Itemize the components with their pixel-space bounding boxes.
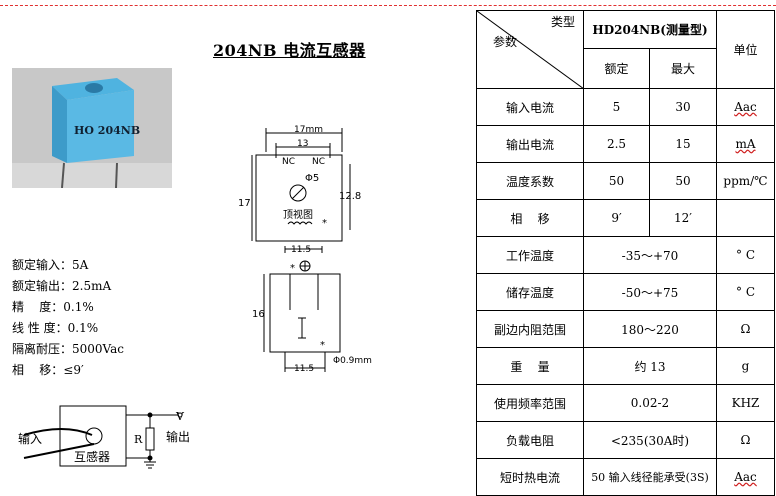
dim-height-17: 17: [238, 198, 251, 209]
top-view-label: 顶视图: [283, 208, 313, 221]
row-unit: Aac: [716, 458, 775, 496]
row-rated: 50: [583, 162, 650, 200]
row-param: 副边内阻范围: [476, 310, 584, 348]
nc-right-label: NC: [312, 157, 325, 167]
application-circuit: [23, 405, 183, 469]
circuit-output-label: 输出: [166, 429, 190, 444]
corner-param-label: 参数: [493, 35, 518, 49]
circuit-transformer-label: 互感器: [74, 449, 110, 464]
row-param: 工作温度: [476, 236, 584, 274]
unit-header: 单位: [716, 10, 775, 89]
dim-pin-spacing-top: 11.5: [291, 245, 311, 255]
row-unit: ppm/℃: [716, 162, 775, 200]
corner-type-label: 类型: [550, 15, 575, 29]
row-unit: Ω: [716, 421, 775, 459]
spec-list: 额定输入：5A 额定输出：2.5mA 精 度：0.1% 线 性 度：0.1% 隔…: [12, 255, 124, 381]
row-value: 180～220: [583, 310, 717, 348]
circuit-v-label: V: [175, 410, 185, 423]
top-view-drawing: [251, 128, 351, 253]
page-top-dashed-line: [0, 5, 776, 6]
dim-height-12-8: 12.8: [339, 191, 361, 202]
rated-header: 额定: [583, 48, 650, 89]
row-rated: 5: [583, 88, 650, 126]
dim-height-16: 16: [252, 309, 265, 320]
circuit-input-label: 输入: [18, 431, 42, 446]
row-value: <235(30A时): [583, 421, 717, 459]
row-param: 输出电流: [476, 125, 584, 163]
row-unit: ° C: [716, 273, 775, 311]
row-unit: [716, 199, 775, 237]
model-header: HD204NB(测量型): [583, 10, 717, 49]
row-value: -50～+75: [583, 273, 717, 311]
photo-model-label: HO 204NB: [74, 124, 140, 137]
row-rated: 2.5: [583, 125, 650, 163]
row-value: 0.02-2: [583, 384, 717, 422]
row-param: 相 移: [476, 199, 584, 237]
spec-rated-output: 额定输出：2.5mA: [12, 279, 112, 293]
row-param: 重 量: [476, 347, 584, 385]
row-param: 负载电阻: [476, 421, 584, 459]
circuit-resistor-label: R: [134, 433, 143, 446]
corner-header-cell: 类型 参数: [476, 10, 584, 89]
parameter-table: 类型 参数 HD204NB(测量型) 单位 额定 最大 输入电流 5 30 Aa…: [476, 10, 775, 496]
transformer-photo-image: HO 204NB: [12, 68, 172, 189]
row-rated: 9′: [583, 199, 650, 237]
row-value: -35～+70: [583, 236, 717, 274]
dim-pin-spacing-side: 11.5: [294, 364, 314, 374]
row-max: 50: [649, 162, 717, 200]
corner-diagonal: [477, 11, 584, 89]
row-unit: g: [716, 347, 775, 385]
drawings: 17mm 13 NC NC 17 12.8 Φ5 顶视图 * 11.5 * 16…: [18, 125, 372, 469]
row-unit: ° C: [716, 236, 775, 274]
spec-rated-input: 额定输入：5A: [12, 258, 89, 272]
page-title: 204NB 电流互感器: [213, 41, 366, 60]
nc-left-label: NC: [282, 157, 295, 167]
spec-accuracy: 精 度：0.1%: [12, 300, 94, 314]
row-value: 约 13: [583, 347, 717, 385]
row-param: 储存温度: [476, 273, 584, 311]
max-header: 最大: [649, 48, 717, 89]
row-max: 30: [649, 88, 717, 126]
polarity-star-bottom: *: [320, 340, 325, 351]
spec-isolation: 隔离耐压：5000Vac: [12, 342, 124, 356]
row-param: 使用频率范围: [476, 384, 584, 422]
side-view-drawing: [263, 260, 341, 372]
row-param: 温度系数: [476, 162, 584, 200]
row-unit: KHZ: [716, 384, 775, 422]
row-unit: Ω: [716, 310, 775, 348]
row-value: 50 输入线径能承受(3S): [583, 458, 717, 496]
row-max: 12′: [649, 199, 717, 237]
row-unit: Aac: [716, 88, 775, 126]
hole-diameter-label: Φ5: [305, 173, 319, 184]
row-unit: mA: [716, 125, 775, 163]
spec-phase: 相 移：≤9′: [12, 363, 84, 377]
spec-linearity: 线 性 度：0.1%: [12, 321, 99, 335]
polarity-star-side: *: [290, 263, 295, 274]
row-param: 短时热电流: [476, 458, 584, 496]
dim-width-13: 13: [297, 139, 308, 149]
product-photo: HO 204NB: [12, 68, 172, 189]
dim-width-17: 17mm: [294, 125, 323, 135]
polarity-star-top: *: [322, 218, 327, 229]
row-max: 15: [649, 125, 717, 163]
pin-diameter-label: Φ0.9mm: [333, 356, 372, 366]
row-param: 输入电流: [476, 88, 584, 126]
